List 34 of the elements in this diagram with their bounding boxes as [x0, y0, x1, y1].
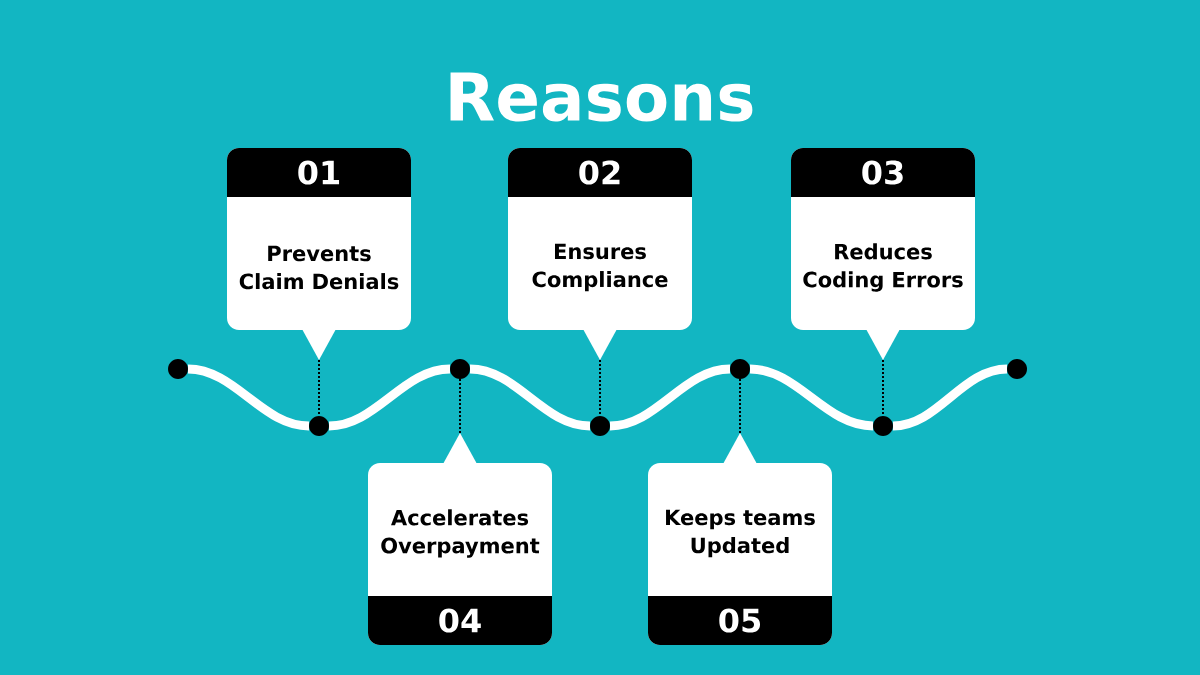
- timeline-dot: [730, 359, 750, 379]
- number-header: 01: [227, 148, 411, 197]
- callout-card: [368, 433, 552, 645]
- callout-card: [791, 148, 975, 360]
- timeline-dot: [873, 416, 893, 436]
- reason-text: Reduces Coding Errors: [803, 243, 963, 292]
- number-header: 02: [508, 148, 692, 197]
- reason-text: Prevents Claim Denials: [239, 245, 399, 290]
- callout-card: [508, 148, 692, 360]
- callout-card: [648, 433, 832, 645]
- reason-text: Keeps teams Updated: [666, 509, 815, 558]
- timeline-curve: [328, 364, 451, 431]
- timeline-dot: [309, 416, 329, 436]
- timeline-curve: [749, 364, 874, 431]
- leader-line: [599, 359, 601, 417]
- leader-line: [739, 378, 741, 434]
- timeline-dot: [1007, 359, 1027, 379]
- title: Reasons: [450, 72, 753, 122]
- timeline-curve: [187, 364, 310, 431]
- number-header: 03: [791, 148, 975, 197]
- leader-line: [882, 359, 884, 417]
- leader-line: [318, 359, 320, 417]
- timeline-dot: [450, 359, 470, 379]
- reason-text: Ensures Compliance: [532, 243, 668, 292]
- callout-card: [227, 148, 411, 360]
- timeline-curve: [892, 364, 1008, 431]
- number-header: 04: [368, 596, 552, 645]
- leader-line: [459, 378, 461, 434]
- timeline-curve: [609, 364, 731, 431]
- timeline-curve: [469, 364, 591, 431]
- timeline-dot: [168, 359, 188, 379]
- reason-text: Accelerates Overpayment: [381, 509, 540, 558]
- timeline-dot: [590, 416, 610, 436]
- number-header: 05: [648, 596, 832, 645]
